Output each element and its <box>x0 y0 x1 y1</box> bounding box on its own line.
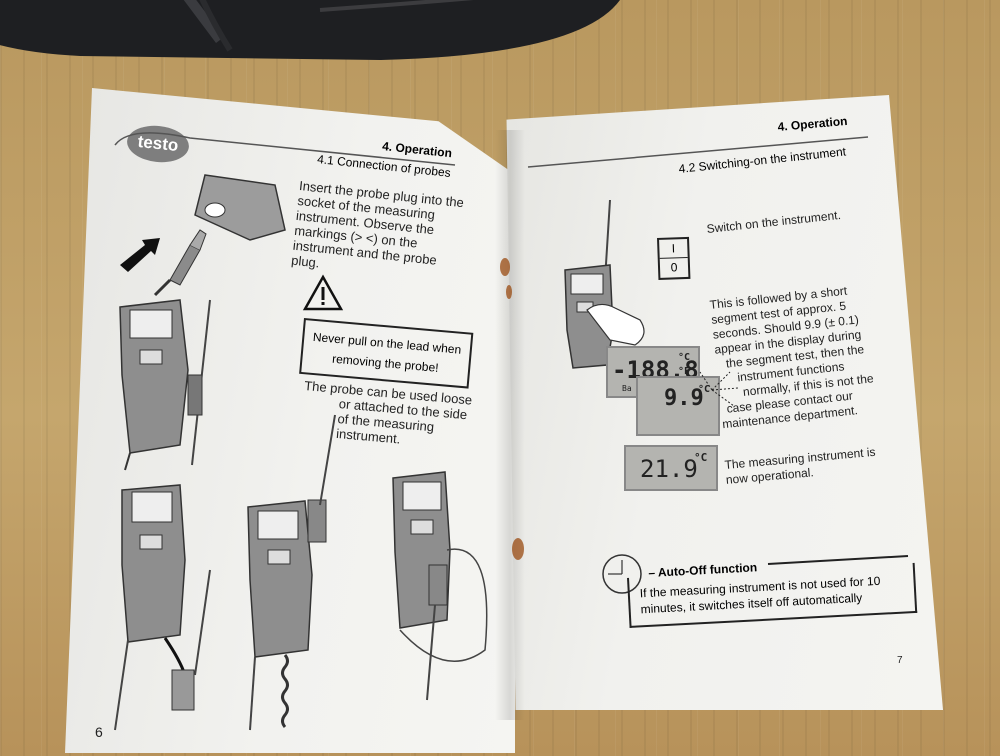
right-header-rule <box>527 136 869 168</box>
reading-display: 21.9 °C <box>624 445 718 491</box>
thermometer-illustration <box>119 299 211 471</box>
right-page <box>506 95 943 710</box>
carrying-case <box>0 0 620 60</box>
unit-celsius: °C <box>678 352 691 363</box>
probe-connection-illustration <box>120 174 286 297</box>
rust-stain <box>506 285 512 299</box>
reading-unit: °C <box>694 451 708 464</box>
clock-icon <box>602 554 642 594</box>
thermometer-probe-attached-illustration <box>247 414 336 731</box>
insert-instructions: Insert the probe plug into the socket of… <box>291 178 465 285</box>
rust-stain <box>512 538 524 560</box>
reading-value: 21.9 <box>640 455 698 483</box>
rust-stain <box>500 258 510 276</box>
warning-triangle-icon <box>302 274 344 311</box>
arrow-icon <box>120 238 160 272</box>
segment-test-text: This is followed by a short segment test… <box>709 282 877 432</box>
switch-on-hand-illustration <box>564 199 645 369</box>
test-value: 9.9 <box>664 386 704 411</box>
thermometer-probe-cable-illustration <box>392 471 488 701</box>
unit-fahrenheit: °F <box>678 366 691 377</box>
left-page-number: 6 <box>95 724 103 740</box>
test-unit: °C <box>698 384 711 395</box>
right-page-number: 7 <box>897 655 903 666</box>
partial-text: Ba <box>622 384 632 393</box>
test-value-display: 9.9 °C <box>636 376 720 436</box>
header-arc <box>114 132 456 166</box>
blink-rays-icon <box>699 371 739 407</box>
booklet-spine <box>495 130 525 720</box>
auto-off-rule <box>767 555 909 565</box>
thermometer-probe-loose-illustration <box>114 484 211 731</box>
